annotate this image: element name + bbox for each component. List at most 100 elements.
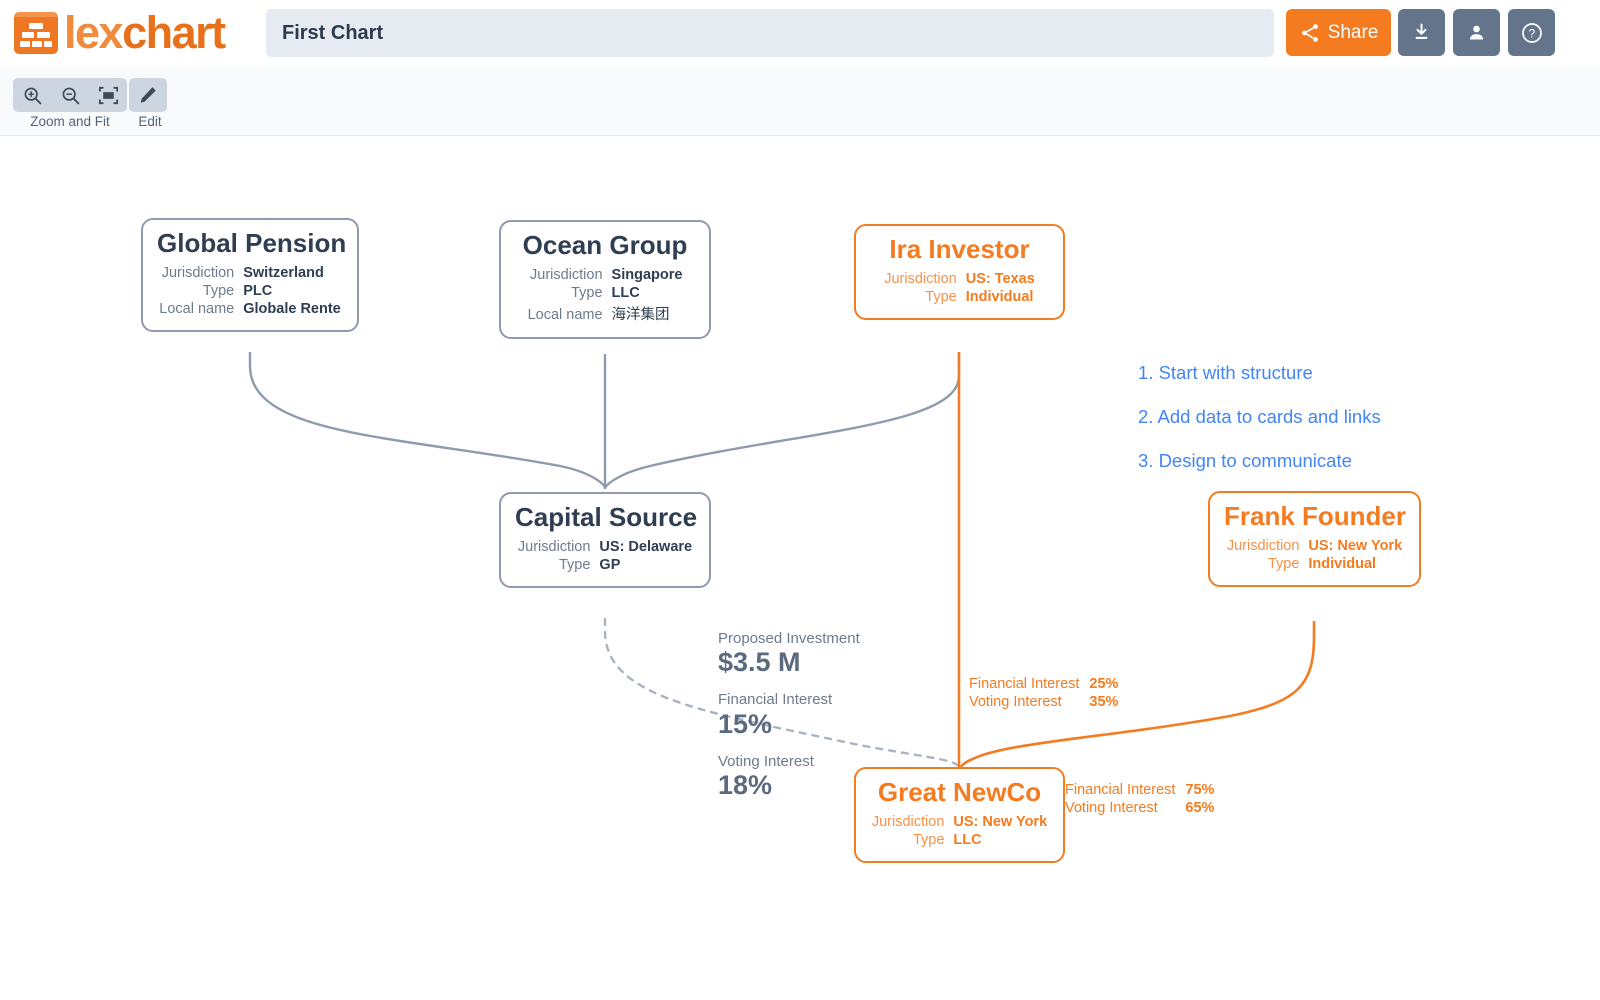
edge-label-value: 75% bbox=[1185, 782, 1215, 798]
node-fields: Jurisdiction Singapore Type LLC Local na… bbox=[528, 266, 683, 325]
node-fields: Jurisdiction US: Delaware Type GP bbox=[518, 538, 692, 574]
share-nodes-icon bbox=[1301, 23, 1318, 42]
node-annotation-capital-source: Proposed Investment $3.5 M Financial Int… bbox=[718, 630, 898, 814]
node-fields: Jurisdiction US: Texas Type Individual bbox=[884, 270, 1035, 306]
edge-connectors-layer bbox=[248, 352, 1316, 768]
node-card-frank-founder[interactable]: Frank Founder Jurisdiction US: New York … bbox=[1208, 491, 1421, 587]
node-field-row: Local name Globale Rente bbox=[159, 300, 340, 318]
step-item-3[interactable]: 3. Design to communicate bbox=[1138, 450, 1352, 471]
question-circle-icon: ? bbox=[1521, 22, 1542, 43]
logo-text-chart: chart bbox=[122, 7, 226, 58]
node-field-row: Jurisdiction Singapore bbox=[528, 266, 683, 284]
svg-text:?: ? bbox=[1528, 28, 1534, 40]
node-title: Ira Investor bbox=[889, 234, 1030, 264]
zoom-out-button[interactable] bbox=[51, 78, 89, 112]
share-button-label: Share bbox=[1327, 21, 1379, 43]
account-button[interactable] bbox=[1453, 9, 1500, 56]
edit-button[interactable] bbox=[129, 78, 167, 112]
edge-label-name: Voting Interest bbox=[1065, 800, 1158, 816]
field-label: Type bbox=[558, 557, 591, 573]
node-field-row: Jurisdiction US: New York bbox=[872, 813, 1047, 831]
node-card-ira-investor[interactable]: Ira Investor Jurisdiction US: Texas Type… bbox=[854, 224, 1065, 320]
download-icon bbox=[1415, 23, 1428, 39]
help-button[interactable]: ? bbox=[1508, 9, 1555, 56]
node-fields: Jurisdiction Switzerland Type PLC Local … bbox=[159, 264, 340, 318]
edit-label: Edit bbox=[138, 114, 162, 129]
edge-label-value: 65% bbox=[1185, 800, 1215, 816]
edge-frank-founder-to-great-newco[interactable] bbox=[959, 621, 1316, 768]
download-button[interactable] bbox=[1398, 9, 1445, 56]
edge-label-name: Financial Interest bbox=[1065, 782, 1176, 798]
node-title: Capital Source bbox=[515, 502, 698, 532]
app-logo[interactable]: lex chart bbox=[14, 7, 226, 59]
node-title: Ocean Group bbox=[522, 230, 688, 260]
field-value: 海洋集团 bbox=[611, 307, 670, 323]
fit-to-screen-button[interactable] bbox=[89, 78, 127, 112]
field-label: Jurisdiction bbox=[530, 267, 603, 283]
node-field-row: Jurisdiction US: Delaware bbox=[518, 538, 692, 556]
node-field-row: Jurisdiction US: New York bbox=[1227, 537, 1402, 555]
chart-title-input[interactable] bbox=[266, 9, 1274, 57]
fit-to-screen-icon bbox=[98, 86, 118, 104]
node-field-row: Type GP bbox=[518, 556, 692, 574]
field-label: Jurisdiction bbox=[884, 271, 957, 287]
annotation-label: Proposed Investment bbox=[718, 630, 860, 647]
node-card-great-newco[interactable]: Great NewCo Jurisdiction US: New York Ty… bbox=[854, 767, 1065, 863]
field-label: Jurisdiction bbox=[1226, 538, 1300, 554]
node-card-ocean-group[interactable]: Ocean Group Jurisdiction Singapore Type … bbox=[499, 220, 711, 339]
field-label: Local name bbox=[159, 301, 235, 317]
node-field-row: Local name 海洋集团 bbox=[528, 302, 683, 325]
field-value: Globale Rente bbox=[243, 301, 341, 317]
edge-ira-investor-to-capital-source[interactable] bbox=[603, 352, 961, 489]
field-value: Singapore bbox=[611, 267, 683, 283]
field-label: Type bbox=[1267, 556, 1300, 572]
field-label: Jurisdiction bbox=[161, 265, 235, 281]
lexchart-brick-logo-icon bbox=[14, 12, 58, 54]
field-label: Local name bbox=[527, 307, 603, 323]
chart-canvas[interactable]: Global Pension Jurisdiction Switzerland … bbox=[0, 136, 1600, 1000]
edge-global-pension-to-capital-source[interactable] bbox=[248, 352, 607, 489]
step-item-2[interactable]: 2. Add data to cards and links bbox=[1138, 406, 1381, 427]
edit-group bbox=[129, 78, 167, 112]
edge-capital-source-to-great-newco[interactable] bbox=[603, 617, 959, 767]
user-person-icon bbox=[1469, 25, 1484, 40]
field-value: US: Texas bbox=[965, 271, 1035, 287]
field-value: US: New York bbox=[953, 814, 1048, 830]
field-value: US: New York bbox=[1308, 538, 1403, 554]
edge-label-frank-founder-to-great-newco[interactable]: Financial Interest 75% Voting Interest 6… bbox=[1065, 781, 1214, 817]
zoom-and-fit-label: Zoom and Fit bbox=[30, 114, 110, 129]
annotation-value: 18% bbox=[718, 769, 773, 800]
field-value: PLC bbox=[243, 283, 273, 299]
field-value: Individual bbox=[1308, 556, 1377, 572]
edge-label-ira-investor-to-great-newco[interactable]: Financial Interest 25% Voting Interest 3… bbox=[969, 675, 1118, 711]
edge-label-name: Financial Interest bbox=[969, 676, 1080, 692]
app-logo-wordmark: lex chart bbox=[64, 7, 226, 59]
field-label: Type bbox=[925, 289, 957, 305]
node-title: Frank Founder bbox=[1224, 501, 1407, 531]
field-value: GP bbox=[599, 557, 621, 573]
node-field-row: Type Individual bbox=[1227, 555, 1402, 573]
field-value: LLC bbox=[953, 832, 982, 848]
node-field-row: Type LLC bbox=[872, 831, 1047, 849]
edge-label-value: 35% bbox=[1089, 694, 1119, 710]
node-card-global-pension[interactable]: Global Pension Jurisdiction Switzerland … bbox=[141, 218, 359, 332]
share-button[interactable]: Share bbox=[1286, 9, 1391, 56]
field-value: Individual bbox=[965, 289, 1034, 305]
field-label: Type bbox=[202, 283, 235, 299]
edge-label-value: 25% bbox=[1089, 676, 1119, 692]
field-value: Switzerland bbox=[243, 265, 324, 281]
node-field-row: Type PLC bbox=[159, 282, 340, 300]
zoom-in-button[interactable] bbox=[13, 78, 51, 112]
node-card-capital-source[interactable]: Capital Source Jurisdiction US: Delaware… bbox=[499, 492, 711, 588]
node-field-row: Jurisdiction US: Texas bbox=[884, 270, 1035, 288]
field-label: Jurisdiction bbox=[517, 539, 591, 555]
annotation-label: Voting Interest bbox=[718, 752, 814, 770]
field-label: Type bbox=[571, 285, 603, 301]
node-field-row: Jurisdiction Switzerland bbox=[159, 264, 340, 282]
annotation-value: 15% bbox=[718, 708, 773, 739]
node-fields: Jurisdiction US: New York Type Individua… bbox=[1227, 537, 1402, 573]
annotation-value: $3.5 M bbox=[718, 647, 801, 678]
logo-text-lex: lex bbox=[64, 7, 124, 58]
node-title: Great NewCo bbox=[877, 777, 1042, 807]
step-item-1[interactable]: 1. Start with structure bbox=[1138, 362, 1313, 383]
